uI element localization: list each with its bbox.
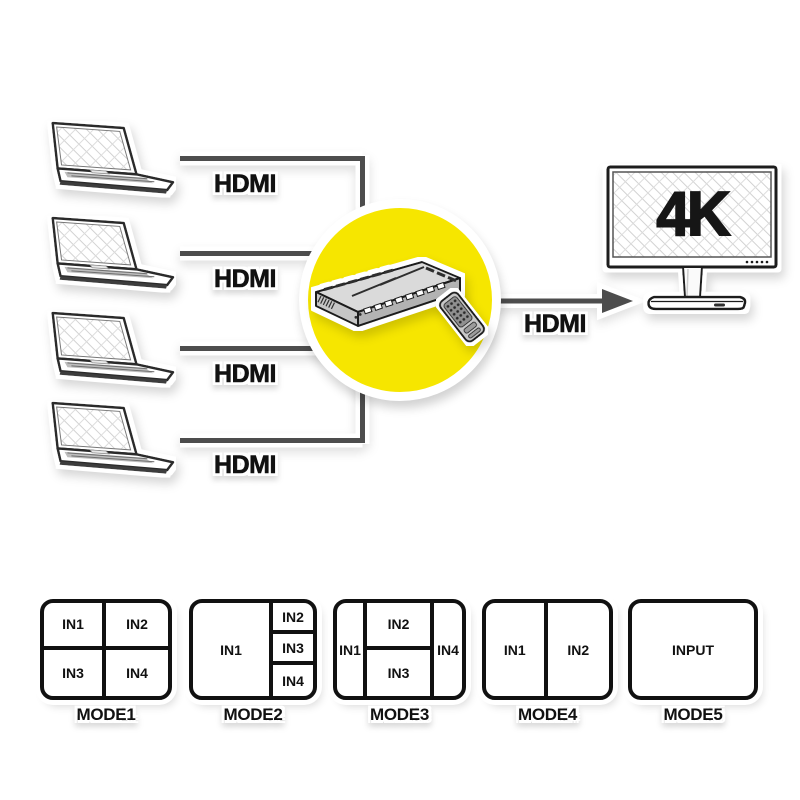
mode-cell: IN1: [193, 603, 273, 696]
laptop-icon: [51, 216, 175, 289]
mode-cell: IN3: [387, 664, 410, 681]
mode3-label: MODE3: [370, 705, 429, 724]
mode-cell: IN1: [44, 603, 106, 650]
mode1-label: MODE1: [76, 705, 136, 724]
laptop-icon: [51, 311, 175, 384]
mode1-layout-box: IN1 IN2 IN3 IN4: [40, 599, 172, 700]
mode-cell: IN1: [337, 603, 367, 696]
mode-cell: IN3: [44, 649, 106, 696]
monitor-screen-label: 4K: [655, 179, 731, 250]
hdmi-input-label: HDMI: [214, 265, 277, 294]
hdmi-output-label: HDMI: [524, 310, 587, 339]
hdmi-switch-icon: [315, 261, 461, 327]
hdmi-input-label: HDMI: [214, 170, 277, 199]
mode-cell: IN2: [567, 641, 590, 658]
remote-control-icon: [438, 291, 486, 343]
mode4-layout-box: IN1 IN2: [482, 599, 613, 700]
mode5-label: MODE5: [663, 705, 723, 724]
hdmi-input-label: HDMI: [214, 451, 277, 480]
hdmi-input-label: HDMI: [214, 360, 277, 389]
mode-cell: IN1: [486, 603, 548, 696]
mode5-layout-box: INPUT: [628, 599, 758, 700]
mode-cell: INPUT: [672, 641, 714, 658]
mode-cell: IN2: [273, 603, 313, 634]
mode-cell: IN2: [106, 603, 168, 650]
mode-cell: IN3: [273, 634, 313, 665]
mode-cell: IN4: [126, 664, 148, 681]
laptop-icon: [51, 121, 175, 194]
mode2-label: MODE2: [223, 705, 283, 724]
mode-cell: IN2: [367, 603, 430, 650]
laptop-icon: [51, 401, 175, 474]
mode2-layout-box: IN1 IN2 IN3 IN4: [189, 599, 317, 700]
mode3-layout-box: IN1 IN2 IN4 IN3: [333, 599, 466, 700]
mode-cell: IN4: [430, 603, 462, 696]
monitor-icon: [606, 165, 778, 311]
mode-cell: IN4: [282, 672, 304, 689]
mode4-label: MODE4: [518, 705, 577, 724]
